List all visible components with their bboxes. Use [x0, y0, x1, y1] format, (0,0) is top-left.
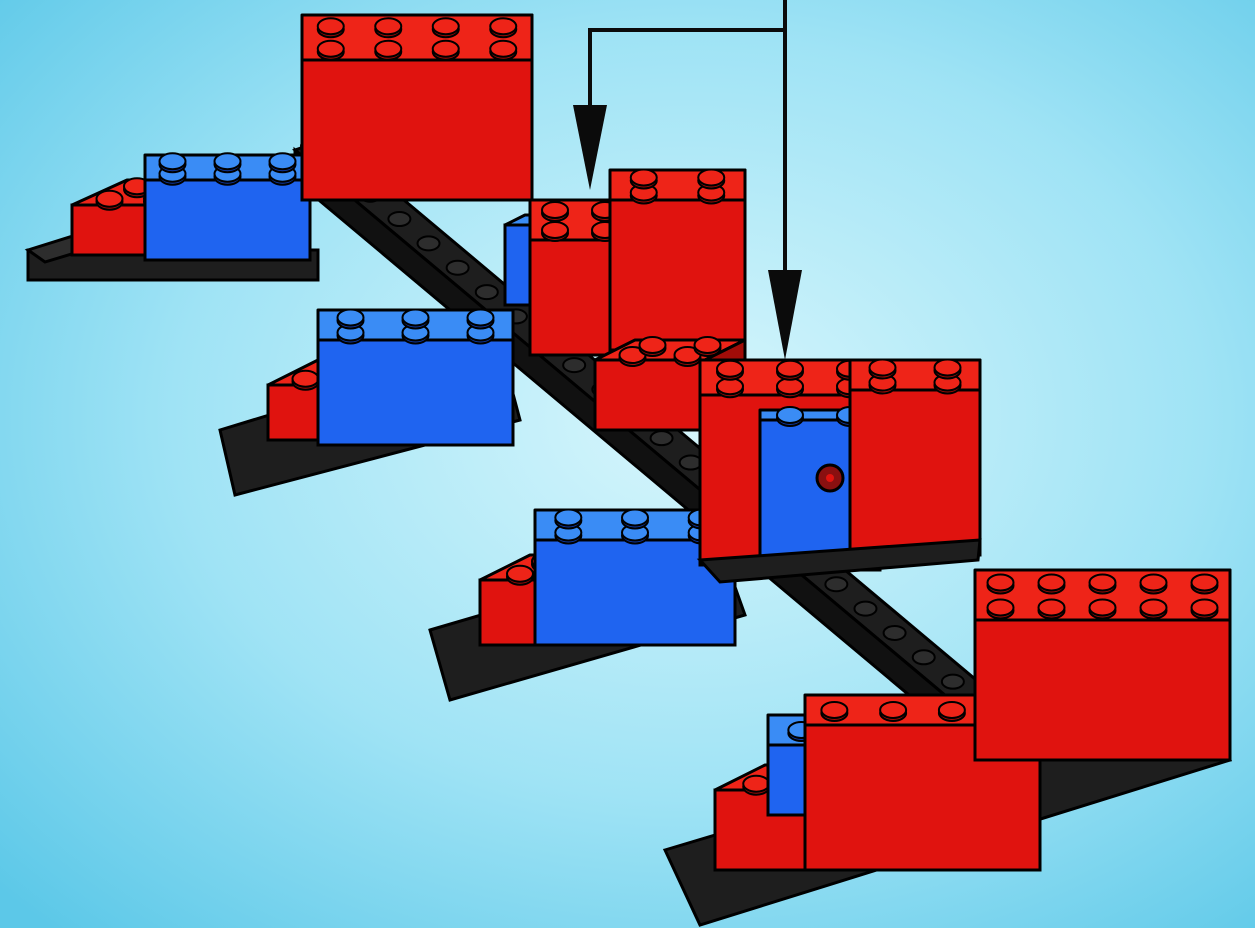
tall-red-block-1-stud [431, 17, 460, 36]
spine-stud [678, 454, 703, 471]
placement-arrows [573, 0, 802, 360]
mid-red-block-front-stud [541, 201, 569, 219]
tall-red-block-1-front [300, 58, 534, 202]
tall-red-block-1-stud [374, 17, 403, 36]
right-red-tall-stud [868, 358, 897, 377]
tall-red-block-1-stud [489, 17, 518, 36]
plate-4-red-small-stud [742, 774, 771, 793]
plate-2-red-small-stud [291, 369, 320, 388]
arrow-head-left [573, 105, 607, 190]
right-red-tall-stud [933, 358, 962, 377]
mid-red-block-back-stud [697, 168, 726, 187]
axle-hole-center [826, 474, 834, 482]
tall-red-block-1 [300, 13, 534, 202]
right-red-low-front [593, 358, 707, 432]
spine-stud [911, 649, 936, 666]
right-red-tall [848, 358, 982, 557]
spine-stud [416, 235, 441, 252]
tall-red-block-2-stud [1037, 573, 1066, 592]
mid-red-block-back-front [608, 198, 747, 352]
tall-red-block-2-stud [986, 573, 1015, 592]
plate-2-blue-stud [401, 308, 430, 327]
tall-red-block-2-stud [1139, 598, 1168, 617]
tall-red-block-1-stud [489, 39, 518, 58]
spine-stud [474, 284, 499, 301]
tall-red-block-2-stud [986, 598, 1015, 617]
mid-red-block-front-stud [541, 221, 569, 239]
plate-4-red-long-stud [820, 701, 849, 719]
right-red-main-stud [776, 359, 804, 378]
plate-1-blue-front [143, 178, 312, 262]
plate-2-blue-stud [466, 308, 495, 327]
plate-4-red-long-stud [879, 701, 908, 719]
spine-stud [562, 357, 587, 374]
right-red-main-stud [716, 359, 744, 378]
right-red-tall-front [848, 388, 982, 557]
tall-red-block-2-stud [1190, 573, 1219, 592]
tall-red-block-1-stud [374, 39, 403, 58]
spine-stud [882, 624, 907, 641]
plate-1-red-small-stud [95, 189, 124, 208]
tall-red-block-2-front [973, 618, 1232, 762]
tall-red-block-2 [973, 568, 1232, 762]
mid-red-block-back-stud [629, 168, 658, 187]
spine-stud [940, 673, 965, 690]
tall-red-block-1-stud [316, 39, 345, 58]
spine-stud [445, 259, 470, 276]
spine-stud [853, 600, 878, 617]
tall-red-block-2-stud [1088, 598, 1117, 617]
plate-3-red-small-stud [506, 564, 534, 583]
spine-stud [649, 430, 674, 447]
lego-model [24, 13, 1233, 927]
right-blue-insert-stud [776, 406, 804, 424]
plate-2-blue-front [316, 338, 515, 447]
plate-1-blue-stud [158, 152, 187, 171]
arrow-head-right [768, 270, 802, 360]
right-red-low-stud [693, 336, 722, 354]
tall-red-block-2-stud [1037, 598, 1066, 617]
plate-2-blue [316, 308, 515, 447]
tall-red-block-1-stud [431, 39, 460, 58]
tall-red-block-2-stud [1190, 598, 1219, 617]
spine-stud [387, 211, 412, 228]
tall-red-block-2-stud [1088, 573, 1117, 592]
tall-red-block-1-stud [316, 17, 345, 36]
plate-1-blue [143, 152, 312, 262]
plate-1-blue-stud [268, 152, 297, 171]
spine-stud [824, 576, 849, 593]
tall-red-block-2-stud [1139, 573, 1168, 592]
plate-2-blue-stud [336, 308, 365, 327]
plate-4-red-long-stud [937, 701, 966, 719]
mid-red-block-back [608, 168, 747, 352]
plate-3-blue-stud [621, 508, 649, 527]
plate-3-blue-stud [554, 508, 583, 527]
plate-1-blue-stud [213, 152, 242, 171]
right-red-low-stud [638, 336, 667, 354]
right-base [696, 538, 982, 584]
